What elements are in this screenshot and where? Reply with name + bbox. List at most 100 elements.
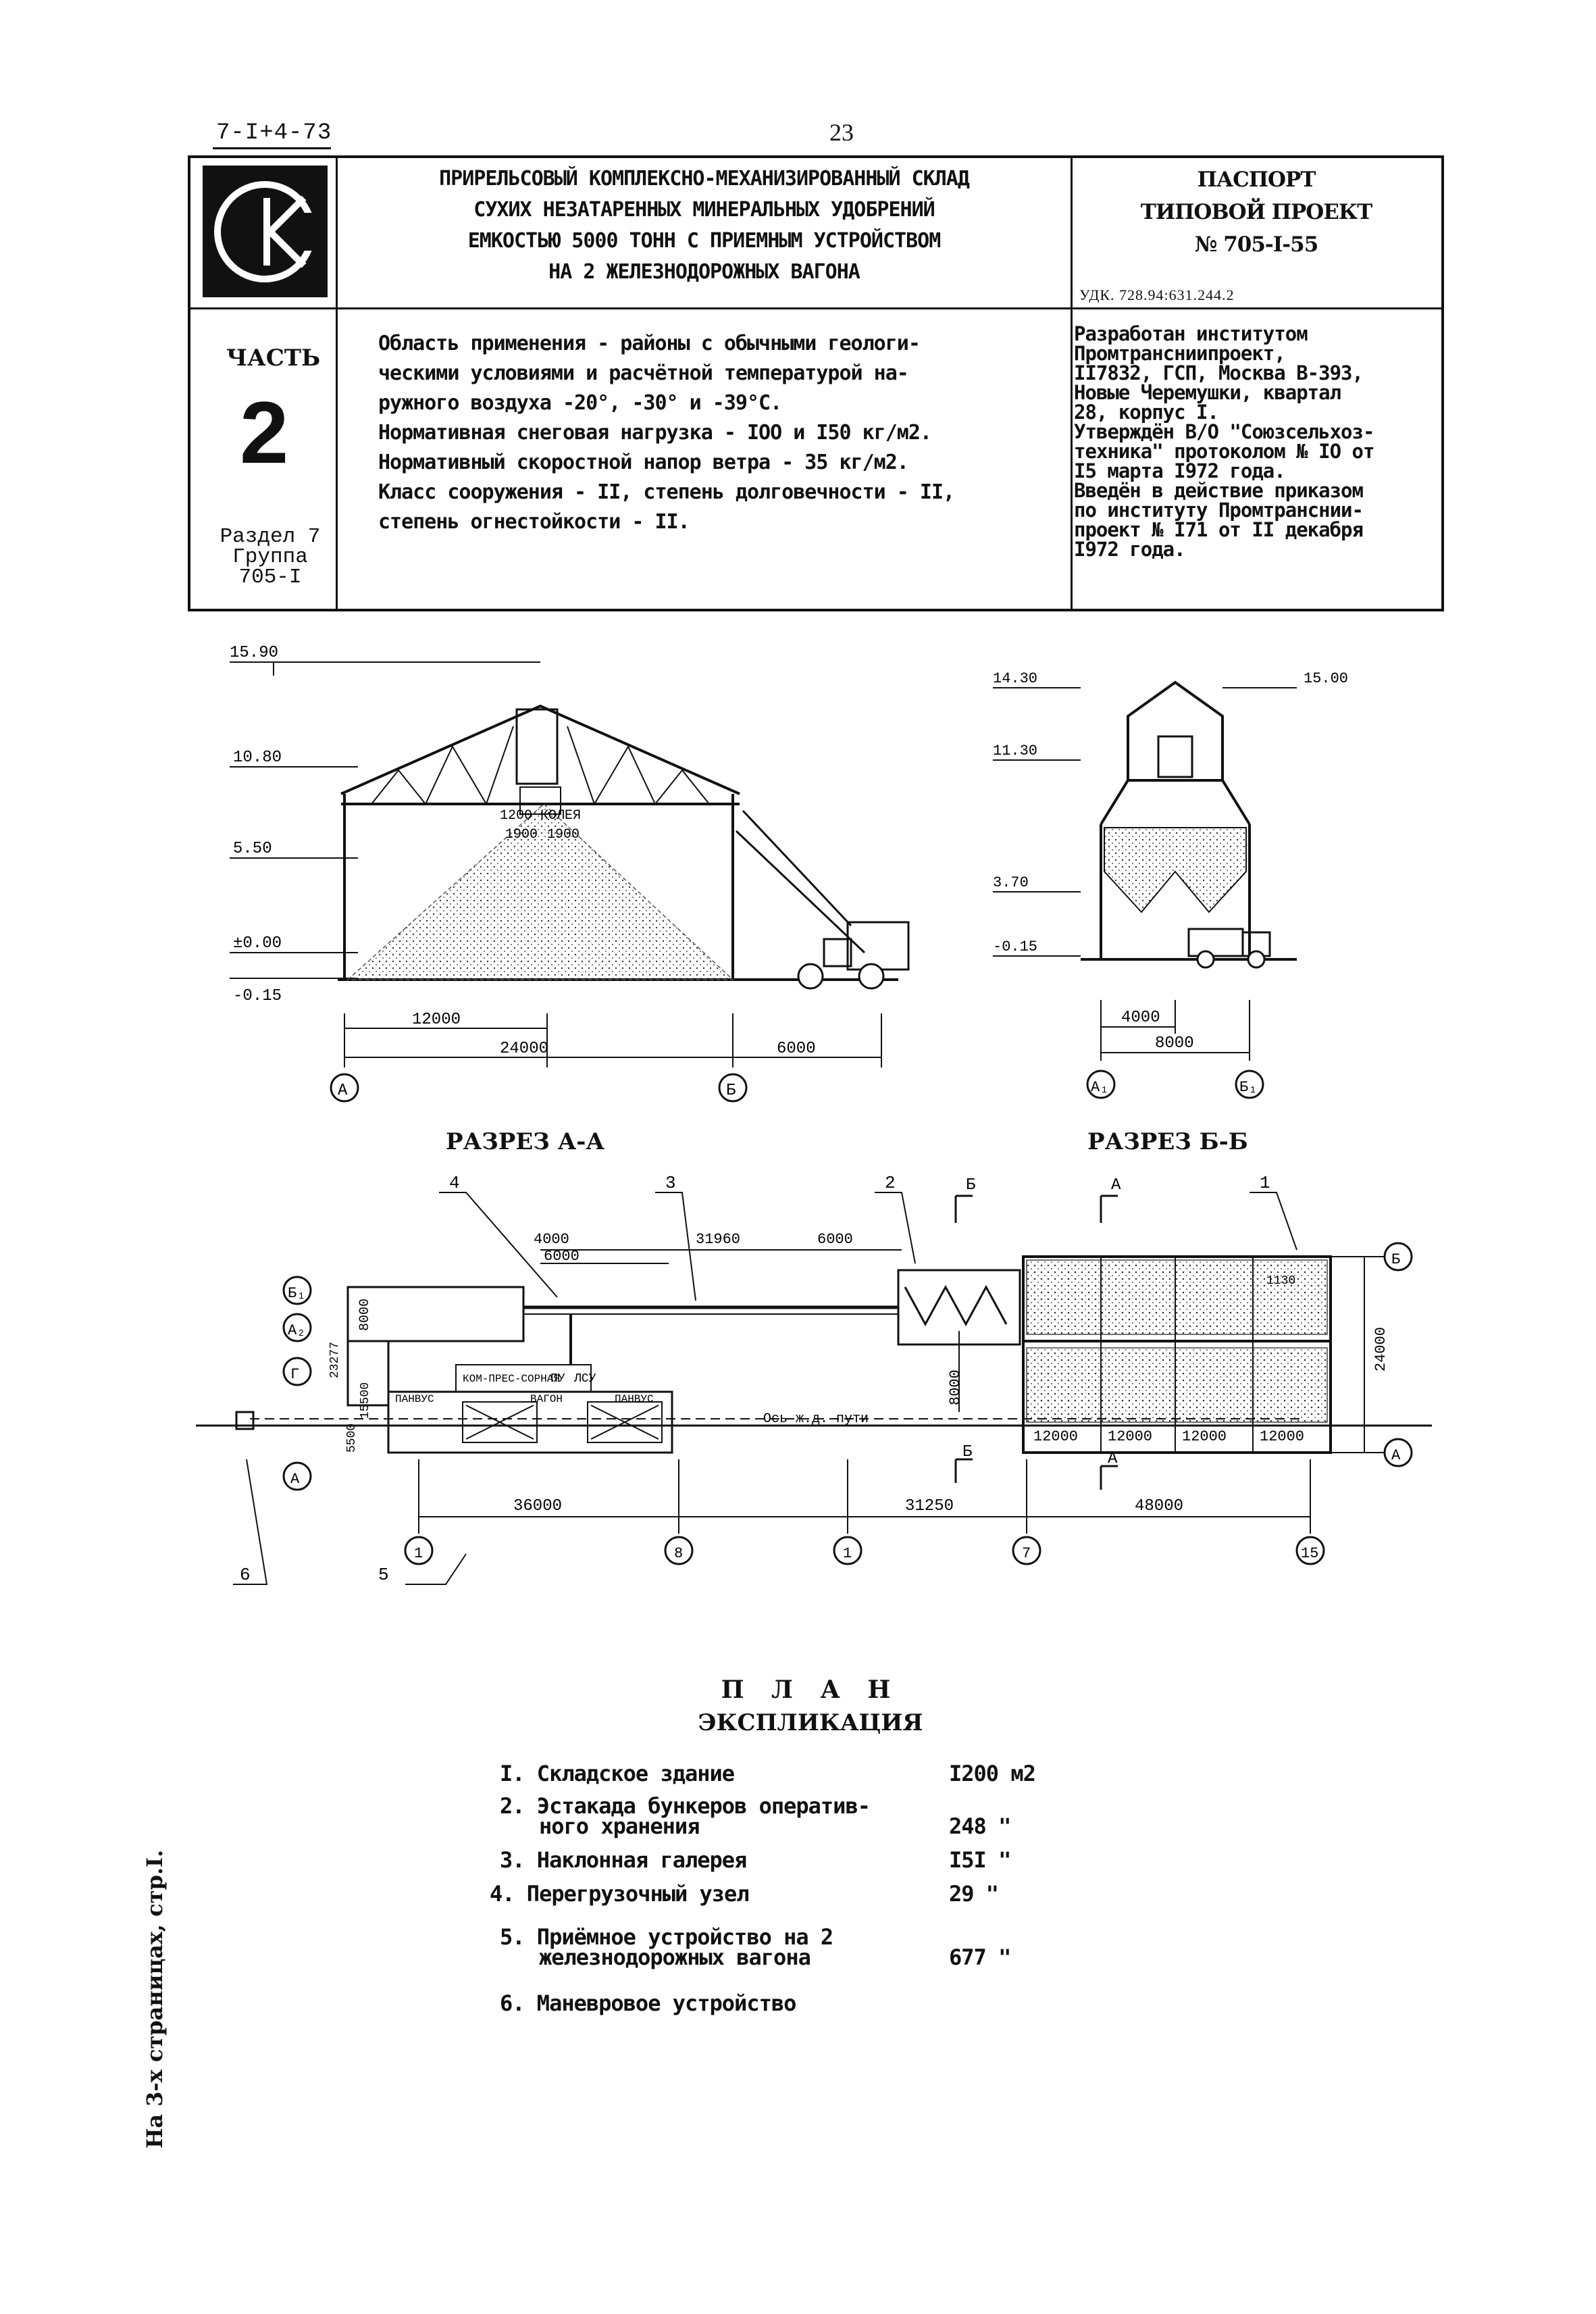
dim-5500: 5500 (345, 1424, 359, 1453)
level-550: 5.50 (233, 840, 272, 858)
dim-23277: 23277 (328, 1342, 342, 1378)
axis-a-plan: А (290, 1471, 300, 1488)
dim-4000-plan: 4000 (534, 1231, 569, 1248)
level-1500: 15.00 (1304, 670, 1348, 687)
passport-table (188, 155, 1444, 611)
axis-7: 7 (1022, 1545, 1031, 1562)
room-panvus-right: ПАНВУС (615, 1393, 654, 1405)
dim-6000-plan-a: 6000 (544, 1248, 580, 1265)
callout-3: 3 (665, 1173, 676, 1193)
dim-12000: 12000 (412, 1011, 461, 1029)
dim-31250: 31250 (905, 1497, 954, 1515)
dim-48000: 48000 (1135, 1497, 1183, 1515)
dim-8000-bb: 8000 (1155, 1034, 1194, 1053)
callout-1: 1 (1260, 1173, 1270, 1193)
bay-1: 12000 (1033, 1428, 1078, 1445)
legend-item: I. Складское здание (500, 1761, 735, 1786)
legend-item: 2. Эстакада бункеров оператив- ного хран… (500, 1793, 871, 1839)
bay-4: 12000 (1260, 1428, 1304, 1445)
section-group: Раздел 7 Группа 705-I (220, 525, 321, 589)
developer-text: Разработан институтом Промтрансниипроект… (1074, 322, 1374, 561)
section-bb-caption: РАЗРЕЗ Б-Б (1087, 1128, 1248, 1155)
dim-31960: 31960 (696, 1231, 740, 1248)
section-mark-a-bottom: А (1108, 1450, 1118, 1468)
axis-a: А (338, 1082, 348, 1100)
axis-a2-plan: А₂ (288, 1322, 305, 1339)
axis-b-right: Б (1391, 1251, 1400, 1268)
bay-3: 12000 (1182, 1428, 1227, 1445)
callout-5: 5 (378, 1565, 389, 1585)
level-1080: 10.80 (233, 749, 282, 767)
side-note: На 3-х страницах, стр.I. (142, 1849, 168, 2148)
plan-title: П Л А Н (721, 1676, 900, 1704)
dim-4000-bb: 4000 (1121, 1009, 1160, 1027)
level-1130: 11.30 (993, 743, 1037, 759)
level-015-bb: -0.15 (993, 938, 1037, 955)
callout-6: 6 (240, 1565, 251, 1585)
room-wagon: ВАГОН (530, 1393, 563, 1405)
dim-6000: 6000 (777, 1040, 816, 1058)
axis-b: Б (726, 1082, 736, 1100)
series-underline (213, 147, 331, 149)
axis-a1: А₁ (1091, 1079, 1108, 1096)
dim-1130: 1130 (1266, 1274, 1295, 1288)
scope-text: Область применения - районы с обычными г… (378, 332, 955, 534)
table-divider-horizontal (188, 307, 1444, 309)
room-compressor: КОМ-ПРЕС-СОРНАЯ (463, 1373, 560, 1385)
callout-4: 4 (449, 1173, 460, 1193)
gauge-label: 1200 КОЛЕЯ (500, 808, 581, 824)
legend-value: 677 " (949, 1944, 1011, 1970)
level-015: -0.15 (233, 987, 282, 1005)
legend-value: 29 " (949, 1881, 999, 1907)
sk-logo-icon (203, 166, 328, 297)
axis-8: 8 (674, 1545, 683, 1562)
explication-title: ЭКСПЛИКАЦИЯ (698, 1709, 923, 1736)
level-000: ±0.00 (233, 934, 282, 953)
axis-b1: Б₁ (1239, 1079, 1257, 1096)
page-number: 23 (829, 119, 854, 146)
axis-g-plan: Г (290, 1366, 299, 1383)
plan-drawing: 4 3 2 1 5 6 Б А Б А 4000 6000 31960 6000… (196, 1173, 1432, 1585)
passport-title: ПАСПОРТ ТИПОВОЙ ПРОЕКТ № 705-I-55 (1140, 168, 1372, 257)
room-lsu: ЛСУ (573, 1372, 596, 1386)
section-bb-drawing: 14.30 15.00 11.30 3.70 -0.15 4000 8000 А… (993, 670, 1348, 1099)
part-label: ЧАСТЬ (226, 345, 321, 372)
section-aa-drawing: 15.90 10.80 5.50 ±0.00 -0.15 1200 КОЛЕЯ … (230, 644, 910, 1103)
dim-36000: 36000 (513, 1497, 562, 1515)
dim-8000-left: 8000 (357, 1299, 373, 1331)
legend-value: I5I " (949, 1847, 1011, 1873)
level-1590: 15.90 (230, 644, 278, 662)
dim-1900-left: 1900 (505, 827, 538, 842)
room-panvus-left: ПАНВУС (395, 1393, 434, 1405)
bay-2: 12000 (1108, 1428, 1152, 1445)
dim-6000-plan-b: 6000 (817, 1231, 853, 1248)
level-370: 3.70 (993, 874, 1029, 891)
legend-item: 3. Наклонная галерея (500, 1847, 747, 1873)
legend-value: 248 " (949, 1813, 1011, 1839)
dim-15500: 15500 (359, 1382, 372, 1419)
part-number: 2 (240, 383, 289, 482)
axis-1-right: 1 (843, 1545, 852, 1562)
dim-24000-plan: 24000 (1372, 1327, 1389, 1372)
legend-item: 5. Приёмное устройство на 2 железнодорож… (500, 1924, 833, 1970)
axis-15: 15 (1301, 1545, 1318, 1562)
section-mark-a-top: А (1111, 1176, 1121, 1194)
dim-8000-trestle: 8000 (947, 1369, 964, 1405)
legend-item: 6. Маневровое устройство (500, 1990, 796, 2016)
table-divider-left (336, 155, 338, 611)
legend-item: 4. Перегрузочный узел (490, 1881, 750, 1907)
callout-2: 2 (885, 1173, 896, 1193)
track-axis-label: Ось ж.д. пути (763, 1411, 869, 1427)
level-1430: 14.30 (993, 670, 1037, 687)
room-pu: ПУ (550, 1372, 565, 1386)
udk-code: УДК. 728.94:631.244.2 (1079, 286, 1235, 303)
axis-b1-plan: Б₁ (288, 1285, 305, 1302)
axis-a-right: А (1391, 1447, 1401, 1464)
legend-value: I200 м2 (949, 1761, 1036, 1786)
axis-1-left: 1 (414, 1545, 423, 1562)
section-aa-caption: РАЗРЕЗ А-А (446, 1128, 605, 1155)
section-mark-b-top: Б (966, 1176, 975, 1194)
section-mark-b-bottom: Б (962, 1443, 972, 1461)
dim-1900-right: 1900 (547, 827, 580, 842)
series-code: 7-I+4-73 (216, 120, 332, 146)
